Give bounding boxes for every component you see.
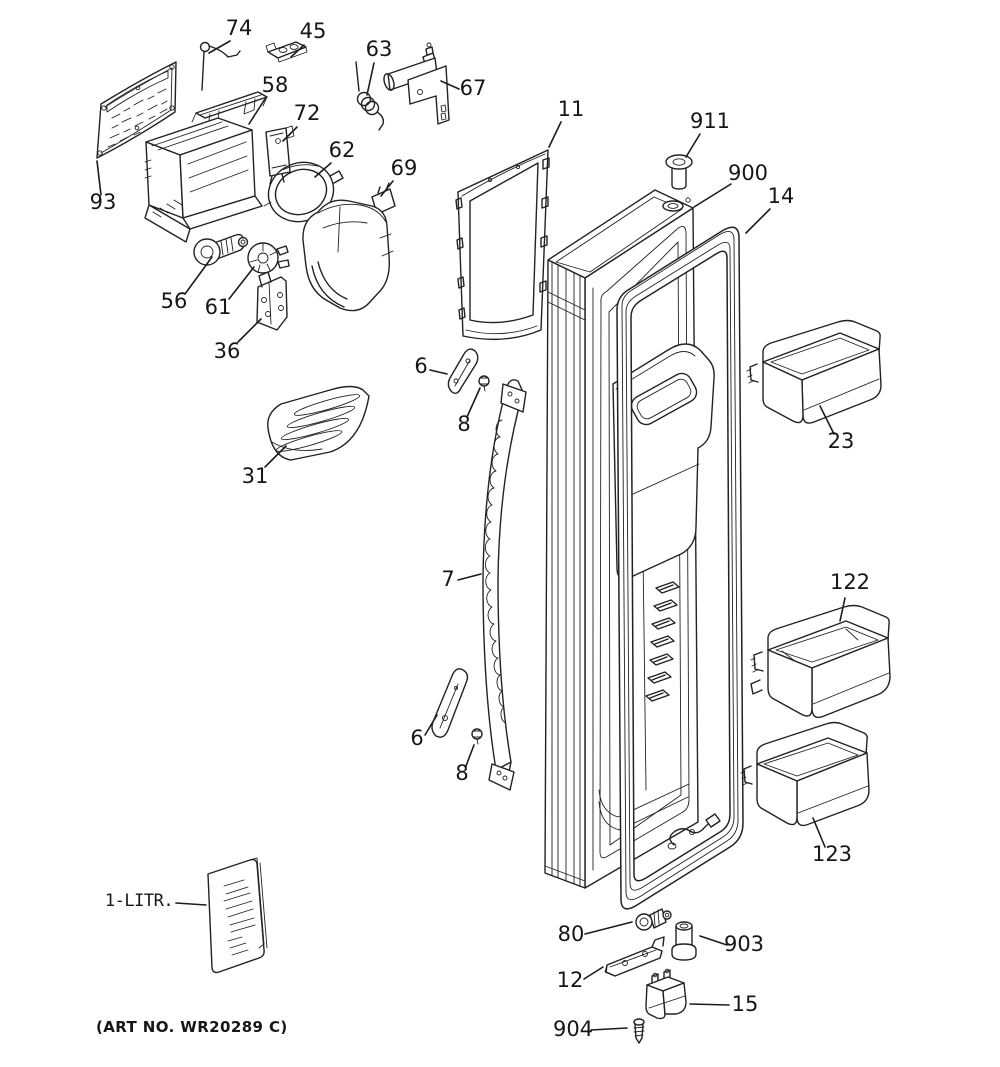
leader-line-31 (264, 445, 287, 468)
part-callout-72: 72 (294, 101, 321, 125)
part-8-lower-screw (471, 728, 483, 745)
leader-line-900 (693, 183, 732, 208)
leader-line-58 (248, 98, 266, 125)
leader-line-93 (96, 160, 102, 196)
part-900-freezer-door (544, 189, 721, 889)
part-callout-80: 80 (558, 922, 585, 946)
part-callout-36: 36 (214, 339, 241, 363)
part-callout-12: 12 (557, 968, 584, 992)
part-callout-1-litr: 1-LITR. (105, 891, 173, 911)
part-callout-11: 11 (558, 97, 585, 121)
part-callout-6-upper: 6 (414, 354, 427, 378)
part-callout-63: 63 (366, 37, 393, 61)
leader-line-904 (590, 1027, 628, 1031)
part-80-bushing (635, 908, 672, 931)
part-callout-45: 45 (300, 19, 327, 43)
part-8-upper-screw (478, 375, 490, 392)
leader-line-61 (228, 266, 255, 300)
part-123-door-bin (740, 721, 870, 827)
leader-line-6-lower (424, 714, 438, 736)
part-58-ice-maker (144, 91, 268, 243)
leader-line-6-upper (429, 369, 448, 375)
part-12-bracket-bar (604, 936, 665, 977)
leader-line-911 (685, 133, 701, 158)
leader-line-122 (839, 597, 846, 622)
part-6-lower-end-cap (431, 668, 469, 738)
leader-line-1-litr (175, 902, 207, 906)
part-903-pin-cap (671, 921, 697, 961)
leader-line-36 (237, 318, 262, 343)
leader-line-72 (282, 126, 298, 142)
part-callout-7: 7 (441, 567, 454, 591)
part-callout-62: 62 (329, 138, 356, 162)
leader-line-8-lower (465, 744, 475, 767)
part-56-valve (193, 233, 249, 266)
part-31-grille (267, 385, 370, 461)
leader-line-63 (366, 62, 375, 96)
part-45-clip-plate (265, 41, 308, 63)
part-6-upper-end-cap (447, 348, 479, 395)
leader-line-903 (699, 935, 728, 946)
part-122-door-bin (750, 604, 891, 719)
leader-line-74 (208, 40, 231, 54)
part-36-bracket (256, 271, 288, 331)
part-callout-58: 58 (262, 73, 289, 97)
leader-line-123 (812, 817, 826, 848)
part-23-door-bin (746, 319, 882, 424)
part-callout-8-lower: 8 (455, 761, 468, 785)
leader-line-14 (745, 208, 771, 234)
part-15-hinge-bracket (645, 968, 687, 1020)
leader-line-45 (290, 44, 305, 58)
part-callout-14: 14 (768, 184, 795, 208)
part-74-sensor (199, 41, 241, 91)
part-904-screw (633, 1018, 645, 1044)
part-callout-911: 911 (690, 109, 730, 133)
part-callout-123: 123 (812, 842, 852, 866)
art-number: (ART NO. WR20289 C) (96, 1018, 288, 1036)
leader-line-8-upper (466, 387, 481, 418)
part-7-handle (482, 379, 527, 791)
leader-line-12 (583, 966, 604, 980)
leader-line-56 (184, 256, 213, 295)
leader-line-7 (457, 573, 482, 581)
part-callout-69: 69 (391, 156, 418, 180)
part-callout-67: 67 (460, 76, 487, 100)
leader-line-67 (440, 80, 460, 90)
literature-booklet (207, 857, 268, 974)
leader-line-23 (819, 405, 835, 435)
part-callout-6-lower: 6 (410, 726, 423, 750)
part-callout-23: 23 (828, 429, 855, 453)
leader-line-11 (548, 121, 562, 148)
part-67-fill-tube-bracket (383, 42, 450, 125)
part-callout-74: 74 (226, 16, 253, 40)
part-callout-31: 31 (242, 464, 269, 488)
part-callout-61: 61 (205, 295, 232, 319)
leader-line-15 (689, 1003, 730, 1006)
part-61-coupler (247, 242, 290, 274)
part-63-spring (355, 61, 385, 131)
part-911-grommet (665, 154, 693, 190)
part-69-crusher-housing (302, 182, 396, 312)
part-14-gasket (616, 226, 744, 910)
part-callout-8-upper: 8 (457, 412, 470, 436)
part-callout-93: 93 (90, 190, 117, 214)
part-callout-903: 903 (724, 932, 764, 956)
leader-line-69 (380, 180, 394, 197)
part-callout-56: 56 (161, 289, 188, 313)
part-callout-900: 900 (728, 161, 768, 185)
part-11-inner-liner (455, 149, 550, 341)
part-callout-122: 122 (830, 570, 870, 594)
leader-line-80 (584, 921, 633, 935)
leader-line-62 (314, 162, 332, 178)
part-callout-15: 15 (732, 992, 759, 1016)
part-93-control-board (96, 61, 177, 159)
part-callout-904: 904 (553, 1017, 593, 1041)
